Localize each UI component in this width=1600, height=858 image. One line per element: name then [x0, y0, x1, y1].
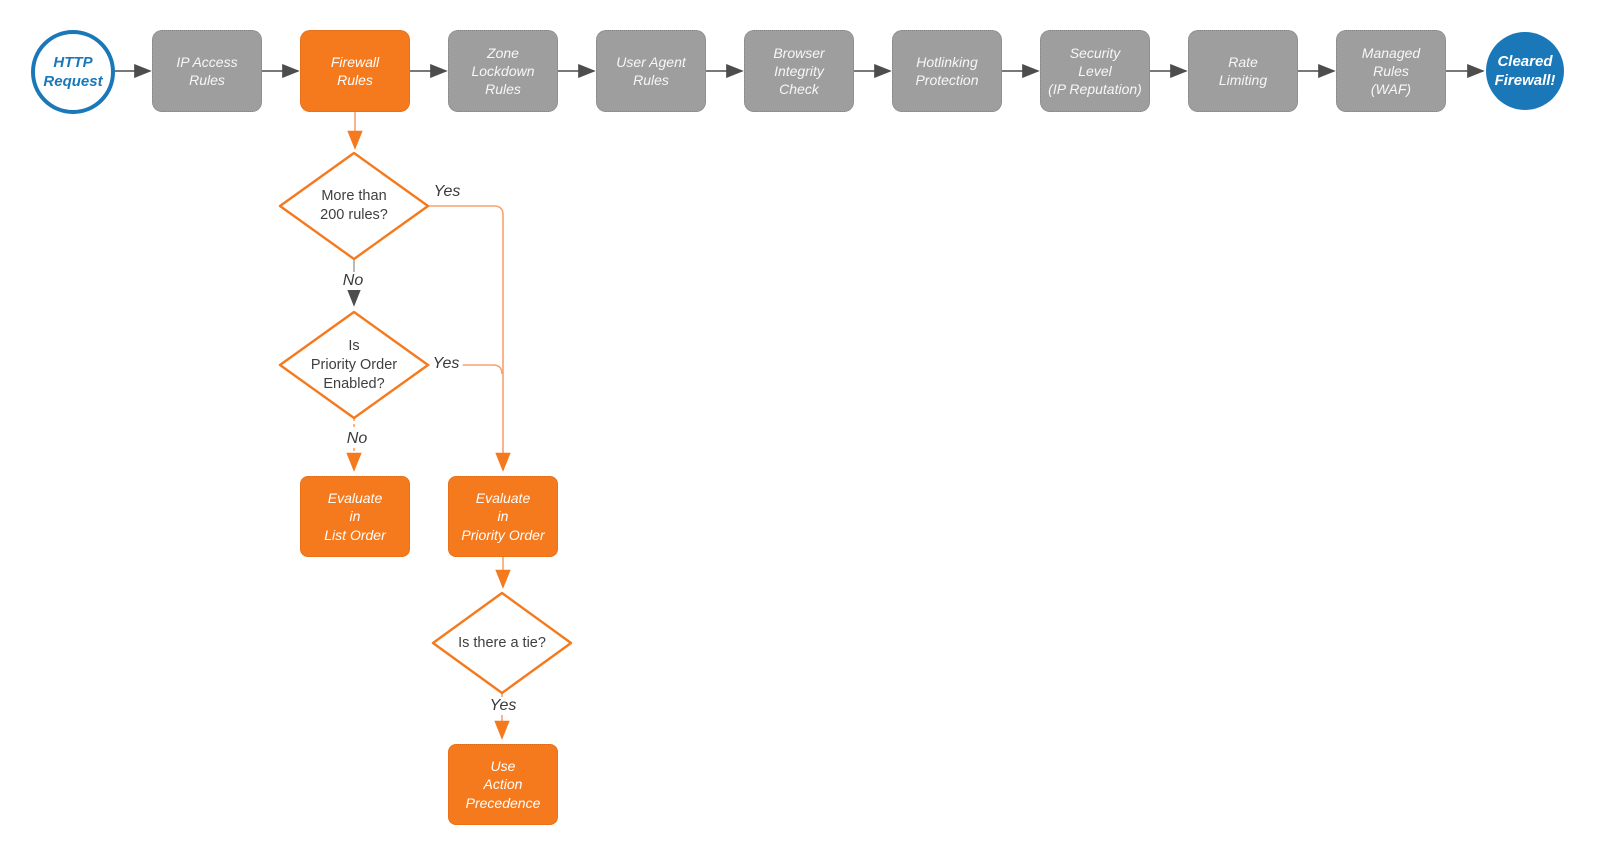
decision-shapes — [278, 151, 573, 695]
node-cleared-firewall: Cleared Firewall! — [1486, 32, 1564, 110]
connector-yes2-merge — [428, 364, 503, 375]
node-hotlinking-protection: Hotlinking Protection — [892, 30, 1002, 112]
node-http-request: HTTP Request — [31, 30, 115, 114]
node-security-level: Security Level (IP Reputation) — [1040, 30, 1150, 112]
action-evaluate-priority-order: Evaluate in Priority Order — [448, 476, 558, 557]
decision-diamond-priority-enabled — [278, 310, 430, 420]
node-user-agent-rules: User Agent Rules — [596, 30, 706, 112]
node-browser-integrity-check: Browser Integrity Check — [744, 30, 854, 112]
decision-more-than-200-rules: More than 200 rules? — [320, 188, 388, 223]
edge-label-yes-3: Yes — [486, 697, 520, 715]
connector-yes1-to-priority — [428, 205, 511, 472]
action-evaluate-list-order: Evaluate in List Order — [300, 476, 410, 557]
decision-diamond-is-there-a-tie — [431, 591, 573, 695]
edge-label-yes-2: Yes — [429, 355, 463, 373]
edge-label-yes-1: Yes — [433, 183, 461, 200]
node-firewall-rules: Firewall Rules — [300, 30, 410, 112]
decision-is-there-a-tie: Is there a tie? — [458, 634, 546, 651]
node-rate-limiting: Rate Limiting — [1188, 30, 1298, 112]
decision-diamond-more-than-200 — [278, 151, 430, 261]
node-zone-lockdown-rules: Zone Lockdown Rules — [448, 30, 558, 112]
action-use-action-precedence: Use Action Precedence — [448, 744, 558, 825]
node-managed-rules-waf: Managed Rules (WAF) — [1336, 30, 1446, 112]
edge-label-no-2: No — [343, 430, 371, 448]
decision-priority-order-enabled: Is Priority Order Enabled? — [310, 337, 398, 392]
edge-label-no-1: No — [339, 272, 367, 290]
node-ip-access-rules: IP Access Rules — [152, 30, 262, 112]
